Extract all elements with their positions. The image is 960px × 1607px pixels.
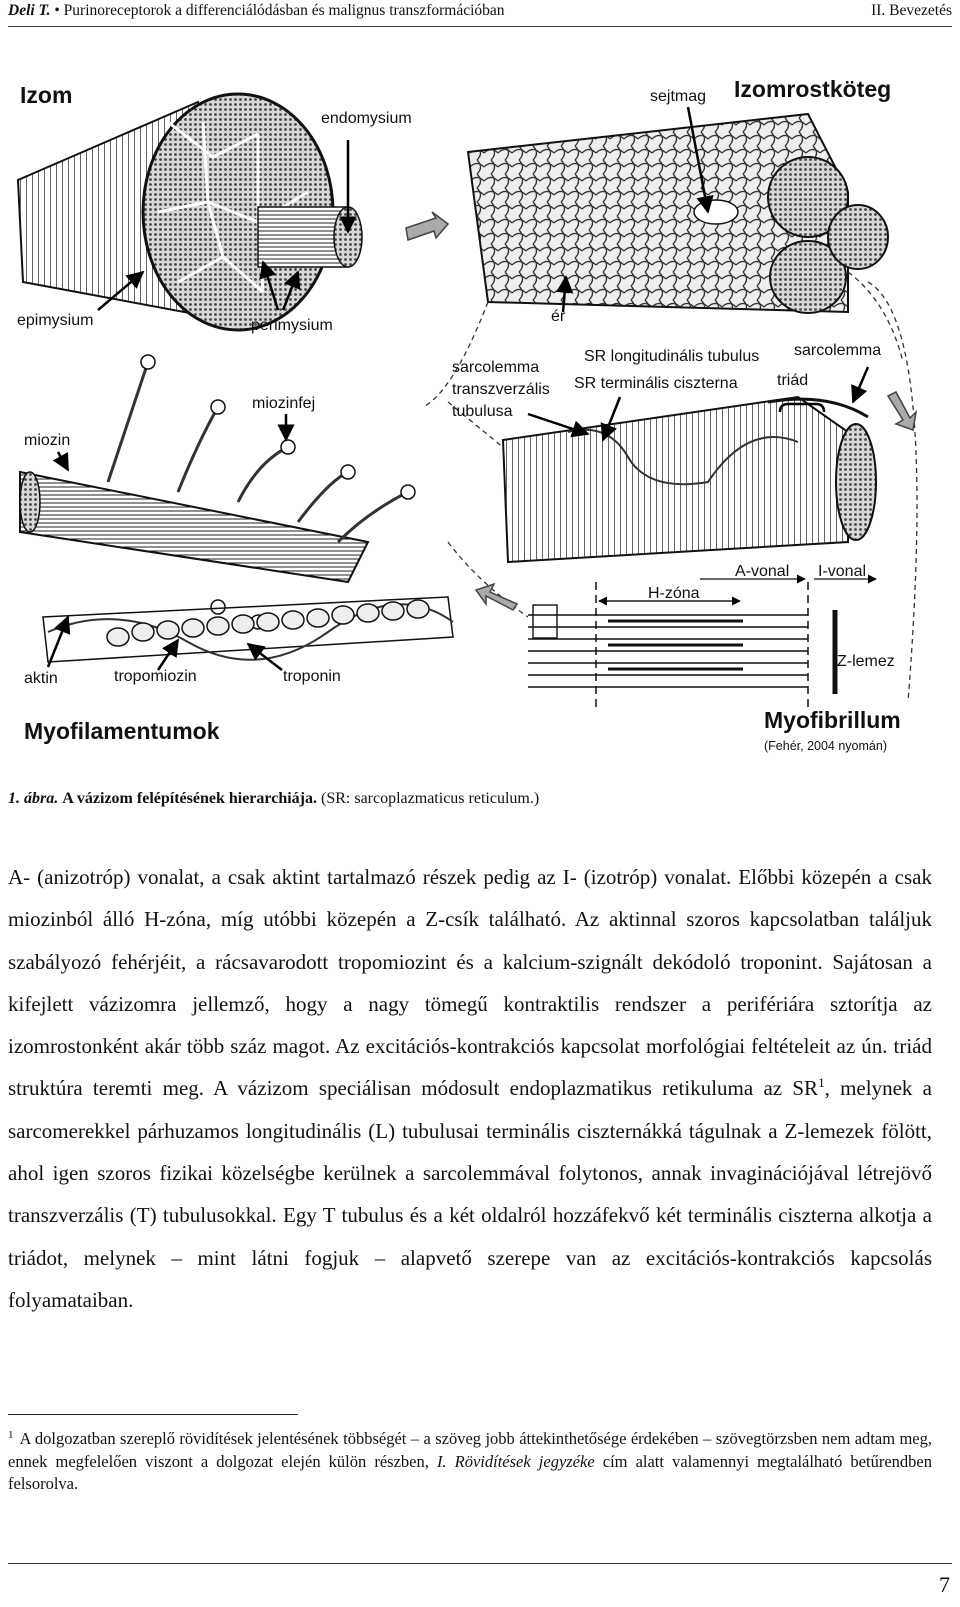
caption-note: (SR: sarcoplazmaticus reticulum.)	[321, 790, 540, 807]
label-sejtmag: sejtmag	[650, 88, 707, 105]
thin-filament-illustration	[42, 596, 454, 663]
figure-muscle-hierarchy: Izom Izomrostköteg endomysium sejtmag ep…	[8, 62, 944, 770]
label-miozinfej: miozinfej	[252, 395, 316, 412]
leader-arrows	[46, 106, 870, 671]
page-number: 7	[939, 1572, 950, 1597]
label-troponin: troponin	[283, 668, 341, 685]
muscle-fiber-bundle-illustration	[466, 112, 889, 314]
footer-rule	[8, 1563, 952, 1564]
muscle-illustration	[16, 92, 363, 332]
label-tropomiozin: tropomiozin	[114, 668, 197, 685]
label-a-vonal: A-vonal	[735, 563, 790, 580]
header-title: Purinoreceptorok a differenciálódásban é…	[63, 2, 505, 19]
body-paragraph: A- (anizotróp) vonalat, a csak aktint ta…	[8, 856, 932, 1321]
label-epimysium: epimysium	[17, 312, 94, 329]
label-triad: triád	[777, 372, 809, 389]
caption-title: A vázizom felépítésének hierarchiája.	[62, 790, 317, 807]
arrow-bundle-to-fibril	[886, 391, 918, 432]
label-z-lemez: Z-lemez	[837, 653, 895, 670]
label-transzverzalis: transzverzális	[452, 381, 550, 398]
footnote-text-b: cím alatt valamennyi megtalálható betűre…	[8, 1451, 932, 1494]
header-bullet: •	[50, 2, 64, 19]
footnote-text-a: A dolgozatban szereplő rövidítések jelen…	[8, 1429, 932, 1471]
myosin-filament-illustration	[19, 354, 416, 630]
arrow-muscle-to-bundle	[405, 211, 450, 241]
figure-caption: 1. ábra. A vázizom felépítésének hierarc…	[8, 790, 539, 808]
label-h-zona: H-zóna	[648, 585, 700, 602]
label-er: ér	[551, 308, 566, 325]
arrow-fibril-to-sarcomere	[474, 582, 519, 611]
label-i-vonal: I-vonal	[818, 563, 867, 580]
footnote-italic: I. Rövidítések jegyzéke	[436, 1451, 595, 1471]
label-sr-terminalis: SR terminális ciszterna	[574, 375, 738, 392]
label-endomysium: endomysium	[321, 110, 412, 127]
label-tubulusa: tubulusa	[452, 403, 513, 420]
running-header: Deli T. • Purinoreceptorok a differenciá…	[8, 0, 952, 27]
header-author: Deli T.	[8, 2, 51, 19]
label-myofibrillum: Myofibrillum	[764, 707, 901, 733]
label-izom: Izom	[20, 82, 73, 108]
body-text-part1: A- (anizotróp) vonalat, a csak aktint ta…	[8, 865, 932, 1101]
label-sarcolemma-top: sarcolemma	[794, 342, 882, 359]
header-section: II. Bevezetés	[871, 2, 952, 19]
label-aktin: aktin	[24, 670, 58, 687]
sarcomere-diagram	[528, 574, 877, 710]
label-izomrostkoteg: Izomrostköteg	[734, 76, 892, 102]
figure-illustration	[16, 92, 918, 710]
label-perimysium: perimysium	[251, 317, 333, 334]
label-myofilamentumok: Myofilamentumok	[24, 718, 220, 744]
footnote-reference: 1	[818, 1075, 825, 1091]
label-credit: (Fehér, 2004 nyomán)	[764, 739, 887, 753]
header-left: Deli T. • Purinoreceptorok a differenciá…	[8, 2, 505, 20]
myofibril-3d-illustration	[501, 395, 877, 564]
footnote-marker: 1	[8, 1429, 14, 1441]
label-sarcolemma-mid: sarcolemma	[452, 359, 540, 376]
body-text-part2: , melynek a sarcomerekkel párhuzamos lon…	[8, 1076, 932, 1312]
footnote-separator	[8, 1414, 298, 1415]
label-sr-longitudinalis: SR longitudinális tubulus	[584, 348, 760, 365]
caption-number: 1. ábra.	[8, 790, 59, 807]
label-miozin: miozin	[24, 432, 71, 449]
triad-bracket	[778, 402, 826, 413]
